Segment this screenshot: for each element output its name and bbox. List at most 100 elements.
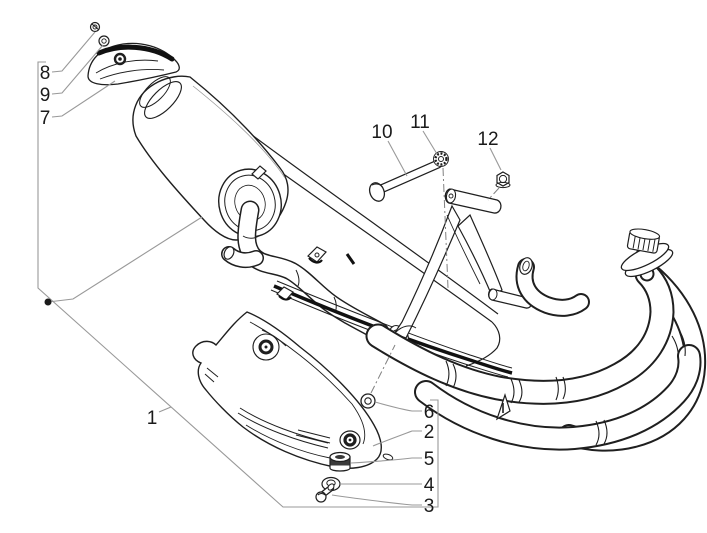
detail-line — [445, 360, 450, 387]
bolt-10 — [368, 159, 443, 202]
shield-outline — [192, 311, 382, 469]
shield-lower-grommet-outer — [339, 430, 361, 450]
strip-heavy-edge — [273, 284, 513, 375]
detail-line — [317, 493, 326, 496]
centerlines — [370, 167, 500, 394]
detail-line — [278, 295, 292, 301]
detail-line — [452, 363, 457, 389]
pipe-lower-fill — [416, 346, 700, 449]
tail-pipe-ring-1 — [242, 235, 260, 239]
callout-labels: 8 9 7 1 10 11 12 6 2 5 4 3 — [40, 63, 499, 517]
silencer-body — [132, 75, 289, 241]
callout-2-leader — [372, 430, 422, 447]
cap-inner-line-2 — [99, 69, 165, 80]
callout-7[interactable]: 7 — [40, 108, 51, 129]
screw-8 — [89, 21, 101, 33]
centerline-nut-6 — [370, 344, 396, 394]
strip-dash-mark — [345, 253, 356, 265]
detail-line — [335, 455, 345, 459]
detail-line — [330, 459, 350, 466]
callout-10[interactable]: 10 — [371, 122, 392, 143]
callout-8[interactable]: 8 — [40, 63, 51, 84]
callout-12-leader — [489, 147, 502, 171]
assembly-dot — [44, 298, 52, 306]
bolt-shaft-fill — [377, 160, 442, 193]
tail-pipe-fill — [238, 202, 388, 340]
manifold-flange — [620, 228, 674, 282]
detail-line — [364, 397, 372, 405]
bolt-head-face — [371, 183, 384, 189]
ribbed-cap — [626, 228, 661, 254]
upper-boss-bore — [448, 193, 454, 199]
pipe-stub-fill — [517, 260, 588, 315]
shield-top-bolt-dot — [264, 345, 268, 349]
shield-top-grommet — [258, 339, 274, 355]
pipe-main-fill — [367, 263, 673, 403]
nut-6 — [360, 393, 376, 409]
shield-top-recess — [252, 333, 280, 361]
detail-line — [632, 232, 656, 252]
tail-pipe-ring-2 — [295, 269, 300, 287]
lower-heat-shield — [192, 311, 394, 469]
detail-line — [678, 329, 686, 357]
detail-line — [308, 257, 323, 264]
star-washer-11 — [433, 151, 449, 167]
detail-line — [261, 329, 287, 347]
detail-line — [297, 429, 331, 439]
detail-line — [495, 181, 511, 189]
mounting-bracket-arm — [393, 188, 533, 339]
callout-6-leader — [374, 401, 422, 412]
pipe-coupling-rings — [445, 329, 686, 446]
callout-4[interactable]: 4 — [424, 475, 435, 496]
shield-inner-contour-low — [245, 424, 331, 459]
callout-9[interactable]: 9 — [40, 85, 51, 106]
detail-line — [510, 378, 515, 404]
shield-lower-grommet-ring — [343, 433, 357, 447]
detail-line — [327, 483, 335, 491]
outlet-open-end — [223, 246, 235, 260]
callout-6[interactable]: 6 — [424, 402, 435, 423]
detail-line — [629, 228, 661, 240]
callout-3[interactable]: 3 — [424, 496, 435, 517]
upper-boss-open-end — [445, 188, 457, 204]
detail-line — [295, 434, 329, 444]
detail-line — [98, 35, 110, 47]
upper-boss-tube — [444, 188, 502, 214]
nut-12 — [495, 171, 511, 189]
detail-line — [382, 453, 394, 461]
callout-11[interactable]: 11 — [410, 112, 430, 133]
assembly-bracket — [37, 61, 439, 508]
bushing-5 — [329, 451, 351, 472]
detail-line — [91, 23, 100, 31]
strip-upper-line — [276, 280, 513, 369]
shield-lower-grommet-dot — [348, 438, 352, 442]
callout-3-leader — [331, 494, 422, 506]
callout-9-leader — [51, 44, 104, 95]
detail-line — [101, 38, 107, 44]
arm-foot-curve — [395, 325, 417, 333]
detail-line — [518, 379, 523, 403]
callout-1[interactable]: 1 — [147, 408, 158, 429]
leader-lines — [37, 31, 502, 508]
bolt-head — [368, 182, 386, 202]
tip-shield-cap — [87, 42, 180, 86]
detail-line — [434, 152, 448, 166]
exhaust-pipe-cluster — [365, 228, 707, 452]
callout-10-leader — [387, 140, 408, 177]
callout-5-leader — [350, 457, 422, 464]
shield-slots — [204, 329, 394, 461]
washer-9 — [98, 35, 110, 47]
callout-5[interactable]: 5 — [424, 449, 435, 470]
callout-2[interactable]: 2 — [424, 422, 435, 443]
detail-line — [555, 376, 559, 401]
detail-line — [204, 367, 219, 383]
callout-12[interactable]: 12 — [477, 129, 498, 150]
silencer-seam-line — [192, 85, 286, 179]
inlet-neck-ring-inner — [139, 76, 171, 108]
callout-8-leader — [51, 31, 96, 73]
detail-line — [237, 412, 329, 449]
lower-boss-open-end — [488, 288, 498, 301]
detail-line — [314, 252, 320, 258]
